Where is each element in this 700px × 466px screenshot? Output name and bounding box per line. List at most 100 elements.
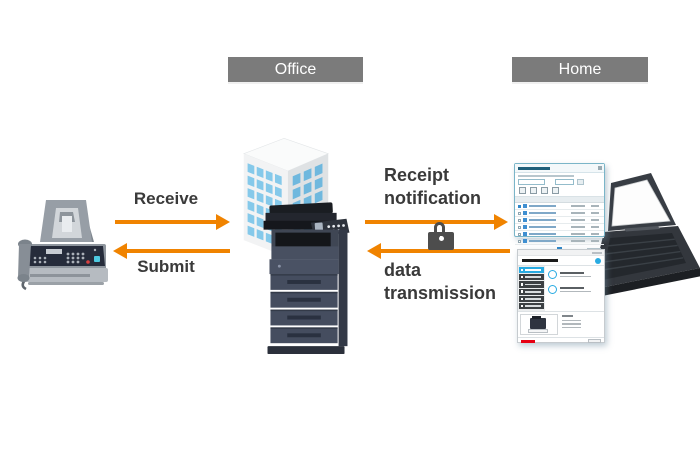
fax-list-filter-row	[515, 178, 604, 186]
laptop-icon	[590, 173, 700, 298]
building-window	[256, 191, 264, 203]
printer-tray-handle	[287, 333, 321, 338]
fax-row-check[interactable]	[517, 225, 521, 229]
client-tool-content	[518, 266, 604, 311]
fax-list-window	[514, 163, 605, 252]
building-window	[314, 190, 323, 204]
receipt-notification-arrowhead	[494, 214, 508, 230]
preview-button[interactable]	[528, 328, 548, 333]
fax-row-name	[529, 233, 556, 235]
toolbar-icon[interactable]	[519, 187, 526, 194]
building-window	[256, 179, 264, 191]
printer-thumbnail	[530, 316, 546, 329]
printer-tray-handle	[287, 280, 321, 284]
receipt-notification-arrow	[365, 220, 495, 224]
building-window	[314, 176, 323, 190]
sidebar-item[interactable]	[519, 267, 544, 274]
fax-list-row[interactable]	[515, 231, 604, 238]
fax-row-check[interactable]	[517, 211, 521, 215]
client-tool-footer	[518, 337, 604, 344]
feature-row[interactable]	[548, 285, 601, 294]
fax-list-row[interactable]	[515, 217, 604, 224]
fax-list-row[interactable]	[515, 238, 604, 245]
client-tool-bottom-panel	[518, 311, 604, 337]
building-window	[256, 216, 264, 228]
toolbar-icon[interactable]	[541, 187, 548, 194]
fax-row-size	[591, 205, 599, 207]
fax-row-check[interactable]	[517, 239, 521, 243]
window-controls[interactable]	[592, 251, 602, 254]
building-window	[247, 188, 255, 200]
sidebar-item[interactable]	[519, 274, 544, 281]
status-text-bar	[587, 247, 601, 250]
client-tool-title-text	[522, 259, 558, 262]
sidebar-item[interactable]	[519, 288, 544, 295]
fax-list-toolbar	[515, 186, 604, 197]
lock-icon	[427, 222, 455, 252]
fax-row-check[interactable]	[517, 218, 521, 222]
data-transmission-arrowhead	[367, 243, 381, 259]
fax-row-icon	[523, 204, 527, 208]
keyboard-row	[604, 244, 678, 255]
building-window	[256, 166, 264, 179]
keyboard-row	[603, 250, 681, 263]
client-tool-main	[545, 266, 604, 311]
sidebar-item-label-bar	[525, 305, 541, 307]
keyboard-row	[606, 238, 675, 247]
fax-row-size	[591, 233, 599, 235]
fax-row-name	[529, 219, 556, 221]
filter-dropdown[interactable]	[555, 178, 574, 185]
fax-row-name	[529, 212, 556, 214]
printer-tray-edge	[270, 327, 338, 329]
fax-row-size	[591, 219, 599, 221]
sidebar-item[interactable]	[519, 281, 544, 288]
filter-input[interactable]	[518, 178, 545, 185]
fax-list-row[interactable]	[515, 210, 604, 217]
feature-row[interactable]	[548, 270, 601, 279]
client-tool-titlebar	[518, 250, 604, 256]
sidebar-item-icon	[520, 297, 523, 301]
sidebar-item-label-bar	[525, 276, 541, 279]
building-window	[274, 186, 282, 198]
submit-label: Submit	[110, 257, 222, 277]
fax-list-titlebar	[515, 164, 604, 173]
label-line: Receipt	[384, 165, 450, 185]
building-window	[256, 229, 264, 241]
fax-row-icon	[523, 218, 527, 222]
fax-row-name	[529, 205, 556, 207]
receive-label: Receive	[110, 189, 222, 209]
printer-status-panel	[560, 312, 604, 337]
receive-arrow	[115, 220, 217, 224]
toolbar-icon[interactable]	[530, 187, 537, 194]
building-window	[303, 168, 312, 182]
fax-row-size	[591, 240, 599, 242]
filter-button[interactable]	[577, 178, 584, 185]
printer-preview-panel	[520, 314, 558, 335]
sidebar-item[interactable]	[519, 295, 544, 302]
fax-list-row[interactable]	[515, 203, 604, 210]
fax-row-check[interactable]	[517, 204, 521, 208]
printer-tray-edge	[270, 274, 338, 276]
data-transmission-label: data transmission	[384, 259, 496, 305]
brand-logo	[521, 339, 535, 343]
fax-row-date	[571, 226, 585, 228]
fax-row-icon	[523, 232, 527, 236]
ok-button[interactable]	[588, 338, 601, 344]
building-window	[247, 225, 255, 237]
info-icon[interactable]	[595, 257, 601, 264]
mfp-printer-icon	[263, 202, 350, 355]
building-window	[247, 213, 255, 225]
client-tool-header	[518, 256, 604, 266]
label-line: notification	[384, 188, 481, 208]
toolbar-icon[interactable]	[552, 187, 559, 194]
sidebar-item[interactable]	[519, 302, 544, 310]
receive-arrowhead	[216, 214, 230, 230]
fax-row-check[interactable]	[517, 232, 521, 236]
building-window	[247, 163, 255, 175]
office-label: Office	[274, 61, 317, 78]
fax-list-row[interactable]	[515, 224, 604, 231]
client-tool-sidebar	[518, 266, 545, 311]
label-line: Receive	[133, 189, 199, 208]
close-icon[interactable]	[598, 166, 602, 170]
client-tool-window	[517, 249, 605, 344]
